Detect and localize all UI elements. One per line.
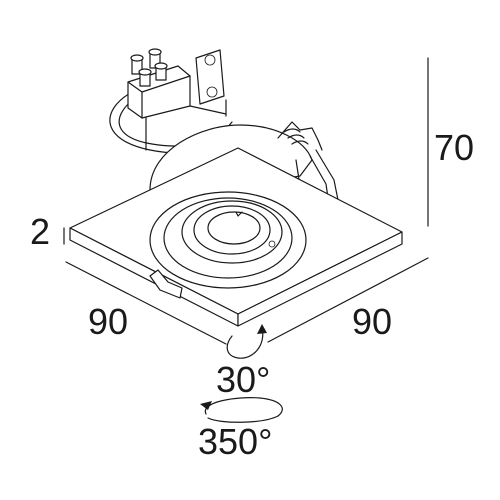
rotation-arrow-icon [200,397,283,423]
dimension-thickness-label: 2 [30,211,50,252]
dimension-width-left-label: 90 [88,301,128,342]
mounting-bracket [145,49,227,151]
dimension-width-left [65,261,227,345]
rotation-angle-label: 350° [198,421,272,462]
dimension-height-label: 70 [434,127,474,168]
tilt-tab [149,269,183,299]
tilt-angle-label: 30° [216,359,270,400]
terminal-block [127,48,191,119]
dimension-width-right [267,257,429,343]
dimension-width-right-label: 90 [352,301,392,342]
tilt-arrow-icon [226,324,267,359]
adjustable-ring [149,191,307,289]
